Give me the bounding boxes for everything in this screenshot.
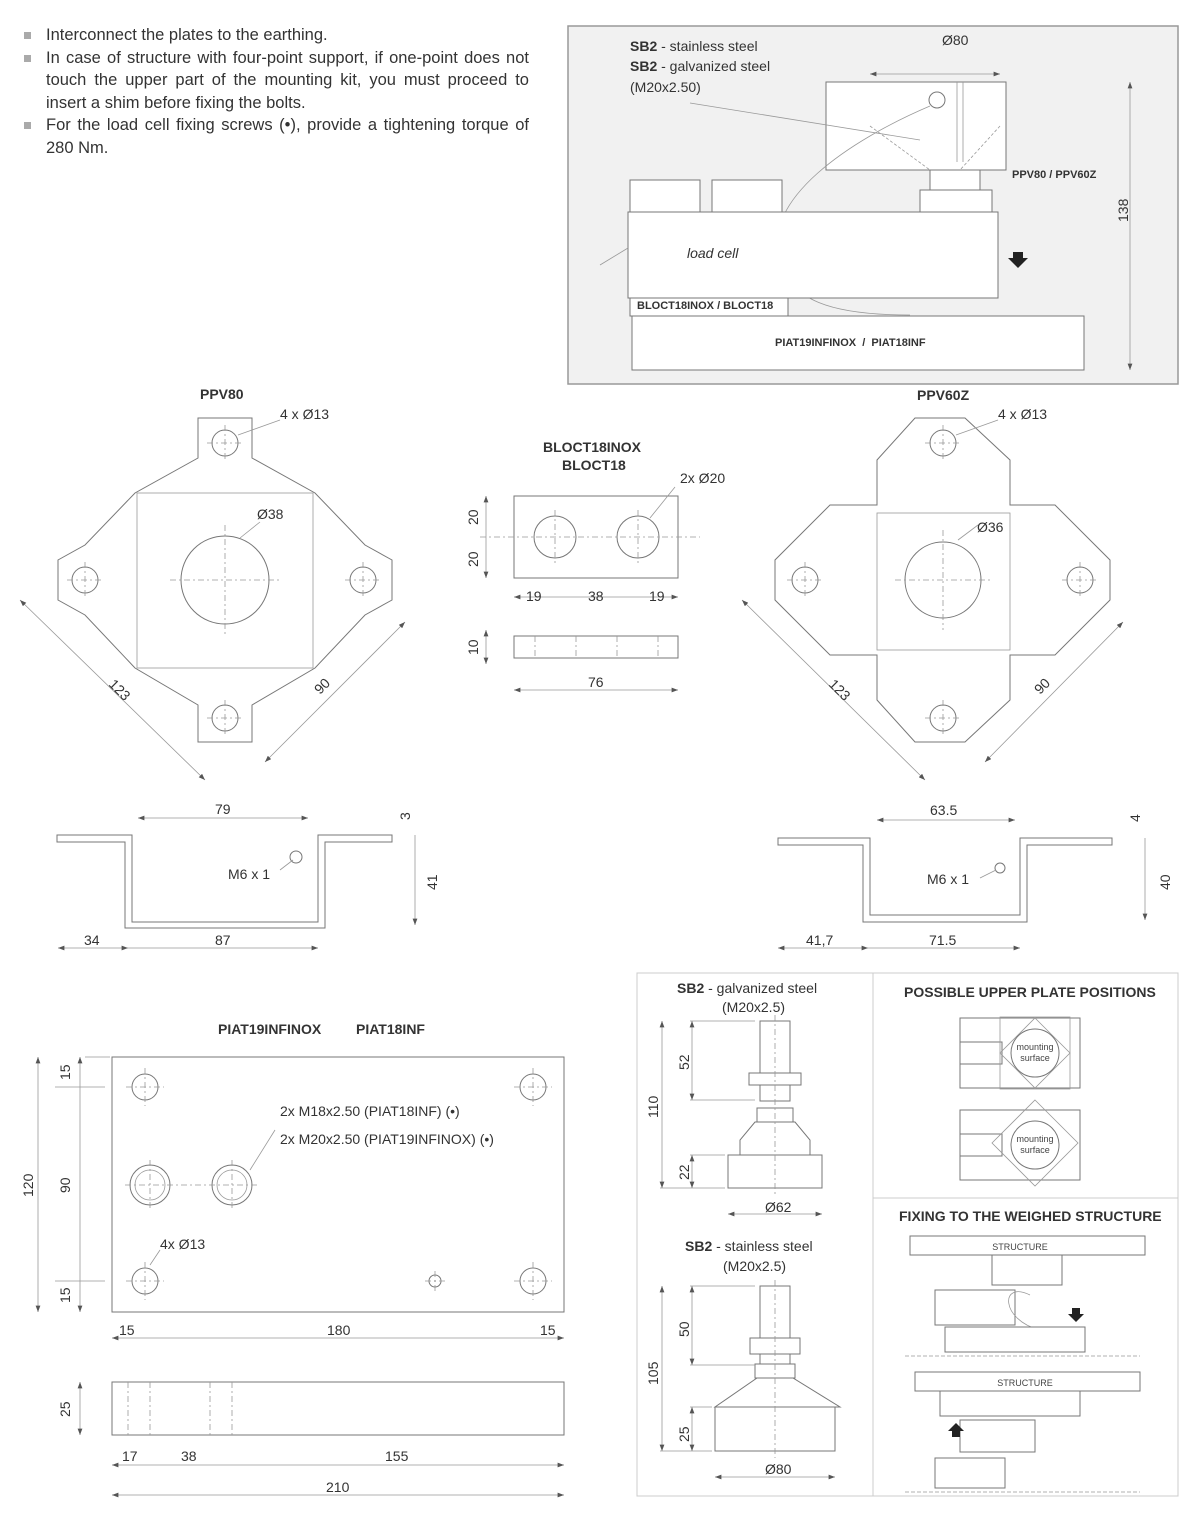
piat-length-dimension: 210 (326, 1479, 350, 1495)
piat-title: PIAT18INF (356, 1021, 425, 1037)
ppv60z-holes-dimension: 4 x Ø13 (998, 406, 1047, 422)
mounting-surface-label: surface (1020, 1145, 1050, 1155)
sb2-stainless-title: SB2 - stainless steel (685, 1238, 813, 1254)
piat-horizontal-dimension: 15 (119, 1322, 135, 1338)
up-arrow-icon (948, 1423, 964, 1437)
piat-vertical-dimension: 15 (57, 1287, 73, 1303)
piat-horizontal-dimension: 180 (327, 1322, 351, 1338)
mounting-surface-label: mounting (1016, 1134, 1053, 1144)
sb2-galvanized-thread-length: 52 (676, 1054, 692, 1070)
ppv80-thread-label: M6 x 1 (228, 866, 270, 882)
assembly-view: SB2 - stainless steel SB2 - galvanized s… (567, 25, 1179, 385)
ppv80-top-width-dimension: 79 (215, 801, 231, 817)
sb2-galvanized-base-height: 22 (676, 1164, 692, 1180)
structure-label: STRUCTURE (997, 1378, 1053, 1388)
bloct-title: BLOCT18 (562, 457, 626, 473)
thread-label: (M20x2.50) (630, 79, 701, 95)
bloct-title: BLOCT18INOX (543, 439, 642, 455)
ppv60z-width-dimension: 71.5 (929, 932, 956, 948)
bloct-height-dimension: 20 (465, 509, 481, 525)
block-label: BLOCT18INOX / BLOCT18 (637, 300, 773, 312)
piat-horizontal-dimension: 15 (540, 1322, 556, 1338)
mounting-surface-label: mounting (1016, 1042, 1053, 1052)
ppv80-thickness-dimension: 3 (397, 812, 413, 820)
note-item: Interconnect the plates to the earthing. (22, 24, 529, 47)
bloct18-drawing: BLOCT18INOX BLOCT18 2x Ø20 20 20 19 38 1… (465, 439, 725, 693)
sb2-galvanized-thread: (M20x2.5) (722, 999, 785, 1015)
ppv80-diag-dimension: 90 (311, 675, 333, 697)
ppv60z-top-width-dimension: 63.5 (930, 802, 957, 818)
piat-drawing: PIAT19INFINOX PIAT18INF 2x M18x2.50 (PIA… (20, 1021, 565, 1498)
ppv60z-center-hole-dimension: Ø36 (977, 519, 1004, 535)
bullet-square-icon (24, 122, 31, 129)
ppv80-drawing: PPV80 4 x Ø13 Ø38 123 90 79 3 41 M6 x 1 … (19, 386, 440, 951)
bloct-width-dimension: 19 (649, 588, 665, 604)
sb2-stainless-thread-length: 50 (676, 1321, 692, 1337)
ppv60z-flange-dimension: 41,7 (806, 932, 833, 948)
ppv60z-thread-label: M6 x 1 (927, 871, 969, 887)
diameter-dimension: Ø80 (942, 32, 969, 48)
ppv60z-diag-dimension: 90 (1031, 675, 1053, 697)
sb2-stainless-total-height: 105 (645, 1361, 661, 1385)
sb2-galvanized-title: SB2 - galvanized steel (677, 980, 817, 996)
piat-total-height-dimension: 120 (20, 1173, 36, 1197)
mounting-surface-label: surface (1020, 1053, 1050, 1063)
ppv60z-height-dimension: 40 (1157, 874, 1173, 890)
ppv80-center-hole-dimension: Ø38 (257, 506, 284, 522)
bullet-square-icon (24, 32, 31, 39)
ppv60z-diag-dimension: 123 (826, 676, 854, 704)
base-label: PIAT19INFINOX / PIAT18INF (775, 337, 926, 349)
bullet-square-icon (24, 54, 31, 62)
ppv80-diag-dimension: 123 (106, 676, 134, 704)
note-item: For the load cell fixing screws (•), pro… (22, 114, 529, 159)
piat-spacing-dimension: 38 (181, 1448, 197, 1464)
sb2-stainless-label: SB2 - stainless steel (630, 38, 758, 54)
down-arrow-icon (1008, 252, 1028, 268)
sb2-stainless-diameter: Ø80 (765, 1461, 792, 1477)
note-text: In case of structure with four-point sup… (46, 48, 529, 112)
plate-label: PPV80 / PPV60Z (1012, 169, 1097, 181)
fixing-title: FIXING TO THE WEIGHED STRUCTURE (899, 1208, 1162, 1224)
piat-thickness-dimension: 25 (57, 1401, 73, 1417)
piat-thread-label: 2x M18x2.50 (PIAT18INF) (•) (280, 1103, 460, 1119)
structure-label: STRUCTURE (992, 1242, 1048, 1252)
fixing-structure: FIXING TO THE WEIGHED STRUCTURE STRUCTUR… (899, 1208, 1162, 1493)
sb2-stainless-base-height: 25 (676, 1426, 692, 1442)
ppv60z-title: PPV60Z (917, 387, 970, 403)
height-dimension: 138 (1115, 198, 1131, 222)
down-arrow-icon (1068, 1308, 1084, 1322)
sb2-galvanized-diameter: Ø62 (765, 1199, 792, 1215)
bloct-thickness-dimension: 10 (465, 639, 481, 655)
bloct-width-dimension: 19 (526, 588, 542, 604)
bloct-width-dimension: 38 (588, 588, 604, 604)
bloct-height-dimension: 20 (465, 551, 481, 567)
piat-vertical-dimension: 15 (57, 1064, 73, 1080)
positions-title: POSSIBLE UPPER PLATE POSITIONS (904, 984, 1156, 1000)
bloct-length-dimension: 76 (588, 674, 604, 690)
ppv80-holes-dimension: 4 x Ø13 (280, 406, 329, 422)
bloct-holes-dimension: 2x Ø20 (680, 470, 725, 486)
piat-spacing-dimension: 155 (385, 1448, 409, 1464)
piat-spacing-dimension: 17 (122, 1448, 138, 1464)
note-text: Interconnect the plates to the earthing. (46, 26, 328, 44)
piat-holes-dimension: 4x Ø13 (160, 1236, 205, 1252)
sb2-galvanized-label: SB2 - galvanized steel (630, 58, 770, 74)
sb2-stainless-thread: (M20x2.5) (723, 1258, 786, 1274)
ppv60z-drawing: PPV60Z 4 x Ø13 Ø36 123 90 63.5 4 40 M6 x… (741, 387, 1173, 951)
load-cell-label: load cell (687, 245, 739, 261)
ppv80-title: PPV80 (200, 386, 244, 402)
note-text: For the load cell fixing screws (•), pro… (46, 116, 529, 157)
piat-vertical-dimension: 90 (57, 1177, 73, 1193)
upper-plate-positions: POSSIBLE UPPER PLATE POSITIONS mounting … (904, 984, 1156, 1187)
sb2-panel: SB2 - galvanized steel (M20x2.5) 52 110 … (636, 972, 1179, 1497)
ppv60z-thickness-dimension: 4 (1127, 814, 1143, 822)
note-item: In case of structure with four-point sup… (22, 47, 529, 115)
sb2-galvanized-total-height: 110 (645, 1095, 661, 1118)
ppv80-flange-dimension: 34 (84, 932, 100, 948)
piat-thread-label: 2x M20x2.50 (PIAT19INFINOX) (•) (280, 1131, 494, 1147)
piat-title: PIAT19INFINOX (218, 1021, 322, 1037)
ppv80-width-dimension: 87 (215, 932, 231, 948)
installation-notes: Interconnect the plates to the earthing.… (22, 24, 529, 159)
ppv80-height-dimension: 41 (424, 874, 440, 890)
